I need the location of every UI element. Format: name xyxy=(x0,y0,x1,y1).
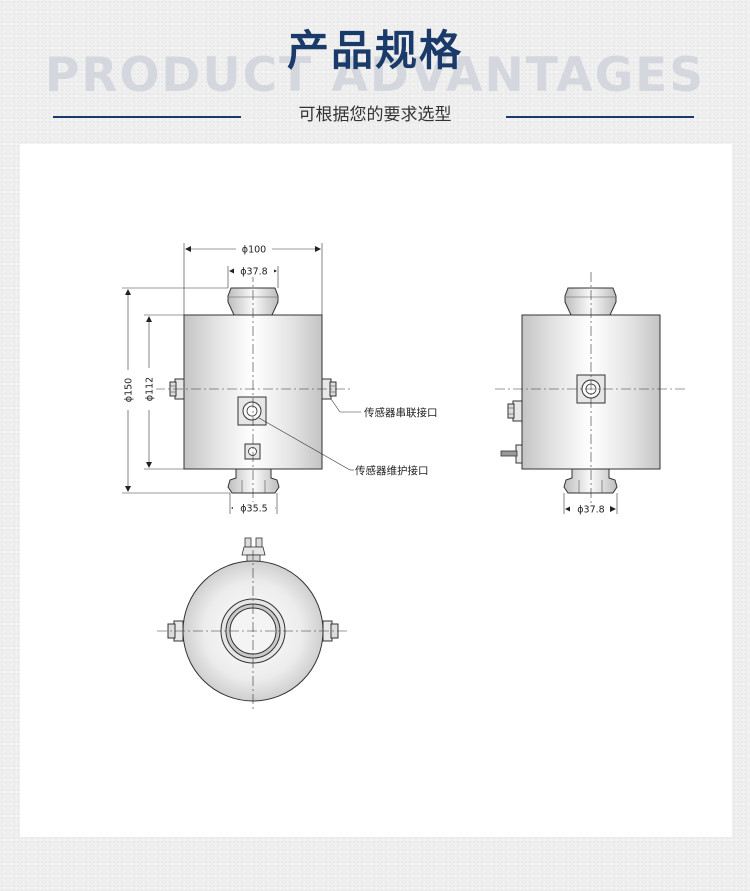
series-port xyxy=(237,396,267,426)
side-top-boss xyxy=(564,287,617,316)
callout-series-port: 传感器串联接口 xyxy=(364,406,438,419)
page-subtitle: 可根据您的要求选型 xyxy=(298,105,452,125)
front-bottom-boss xyxy=(227,468,280,494)
technical-drawing: ϕ100 ϕ37.8 ϕ150 ϕ112 ϕ35.5 xyxy=(121,242,688,712)
side-view: ϕ37.8 xyxy=(495,272,688,516)
top-view xyxy=(157,537,350,712)
maintenance-port xyxy=(244,443,261,460)
side-lower-lug xyxy=(500,444,523,464)
dim-side-bottom-boss: ϕ37.8 xyxy=(577,505,604,516)
dim-outer-width: ϕ100 xyxy=(242,245,266,256)
dim-height-body: ϕ112 xyxy=(145,377,156,401)
side-left-connector xyxy=(507,400,523,422)
side-series-port xyxy=(576,374,606,404)
dim-top-boss: ϕ37.8 xyxy=(240,267,267,278)
header: PRODUCT ADVANTAGES 产品规格 可根据您的要求选型 xyxy=(0,0,750,140)
dim-bottom-boss: ϕ35.5 xyxy=(240,504,267,515)
header-background-text: PRODUCT ADVANTAGES xyxy=(44,48,706,103)
header-rule-right xyxy=(506,116,694,118)
side-bottom-boss xyxy=(563,468,618,494)
header-rule-left xyxy=(53,116,241,118)
top-view-lug xyxy=(241,537,266,564)
dim-height-total: ϕ150 xyxy=(124,378,135,402)
front-view: ϕ100 ϕ37.8 ϕ150 ϕ112 ϕ35.5 xyxy=(121,242,438,515)
page-title: 产品规格 xyxy=(286,26,463,75)
callout-maintenance-port: 传感器维护接口 xyxy=(355,464,429,477)
drawing-panel: ϕ100 ϕ37.8 ϕ150 ϕ112 ϕ35.5 xyxy=(20,144,732,837)
